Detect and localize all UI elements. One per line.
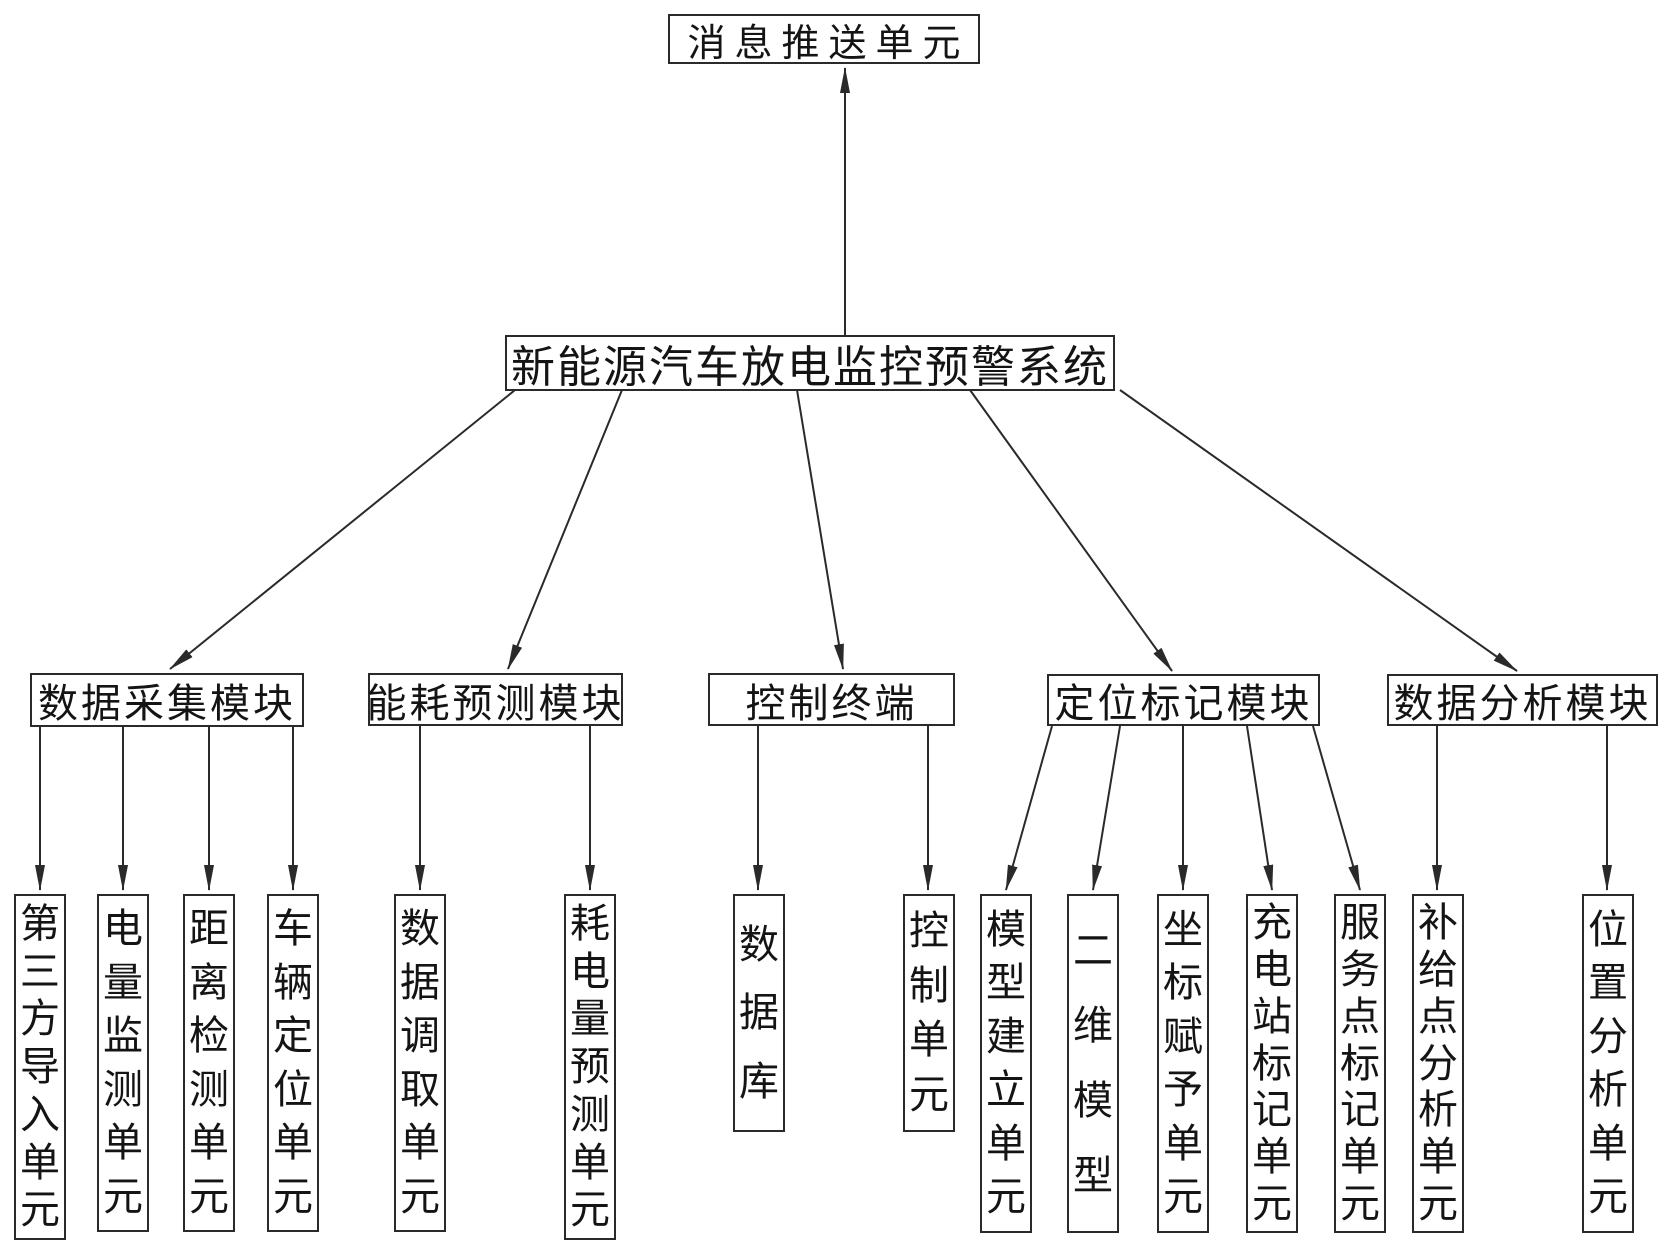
box-unit-position-analysis: 位置分析单元 — [1582, 894, 1634, 1233]
box-module-location-marking: 定位标记模块 — [1047, 674, 1320, 726]
box-unit-distance-detection: 距离检测单元 — [183, 894, 235, 1232]
unit-label: 耗电量预测单元 — [570, 900, 610, 1233]
unit-label: 服务点标记单元 — [1340, 899, 1380, 1227]
box-unit-model-building: 模型建立单元 — [980, 894, 1032, 1233]
unit-label: 控制单元 — [909, 907, 949, 1118]
box-unit-consumption-prediction: 耗电量预测单元 — [564, 894, 616, 1240]
unit-label: 电量监测单元 — [103, 906, 143, 1219]
connector-location-marking-to-charging-station — [1246, 725, 1274, 891]
unit-label: 二维模型 — [1073, 928, 1113, 1198]
box-unit-power-monitoring: 电量监测单元 — [97, 894, 149, 1232]
unit-label: 第三方导入单元 — [20, 900, 60, 1233]
box-system-root: 新能源汽车放电监控预警系统 — [505, 335, 1115, 392]
unit-label: 补给点分析单元 — [1418, 899, 1458, 1227]
unit-label: 充电站标记单元 — [1252, 899, 1292, 1227]
box-module-data-analysis: 数据分析模块 — [1387, 674, 1658, 726]
unit-label: 坐标赋予单元 — [1163, 906, 1203, 1220]
box-module-data-collection: 数据采集模块 — [30, 673, 304, 727]
connector-system-to-location-marking — [969, 389, 1173, 672]
connector-system-to-energy-prediction — [507, 389, 623, 670]
connector-location-marking-to-model-build — [1005, 725, 1053, 891]
unit-label: 车辆定位单元 — [273, 906, 313, 1219]
unit-label: 数据调取单元 — [400, 906, 440, 1219]
connector-location-marking-to-2d-model — [1092, 725, 1121, 891]
box-unit-vehicle-positioning: 车辆定位单元 — [267, 894, 319, 1232]
box-message-push-unit: 消息推送单元 — [668, 14, 980, 65]
box-module-control-terminal: 控制终端 — [708, 673, 955, 726]
box-unit-control-unit: 控制单元 — [903, 894, 955, 1132]
connector-system-to-data-analysis — [1119, 389, 1518, 672]
connector-system-to-data-collection — [169, 389, 516, 670]
box-unit-third-party-import: 第三方导入单元 — [14, 894, 66, 1240]
box-module-energy-prediction: 能耗预测模块 — [367, 673, 623, 726]
unit-label: 模型建立单元 — [986, 906, 1026, 1220]
unit-label: 位置分析单元 — [1588, 906, 1628, 1220]
connector-system-to-control-terminal — [796, 389, 844, 670]
unit-label: 数据库 — [739, 921, 779, 1104]
unit-label: 距离检测单元 — [189, 906, 229, 1219]
box-unit-charging-station-marking: 充电站标记单元 — [1246, 894, 1298, 1233]
box-unit-data-retrieval: 数据调取单元 — [394, 894, 446, 1232]
box-unit-service-point-marking: 服务点标记单元 — [1334, 894, 1386, 1233]
connector-location-marking-to-service-point — [1312, 725, 1361, 891]
box-unit-coordinate-assignment: 坐标赋予单元 — [1157, 894, 1209, 1233]
box-unit-2d-model: 二维模型 — [1067, 894, 1119, 1233]
box-unit-database: 数据库 — [733, 894, 785, 1132]
box-unit-supply-point-analysis: 补给点分析单元 — [1412, 894, 1464, 1233]
